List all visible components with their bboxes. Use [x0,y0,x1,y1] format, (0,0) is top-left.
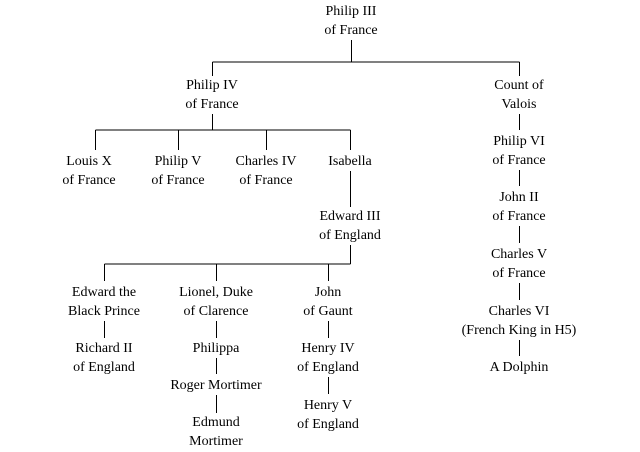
person-richard-ii: Richard II of England [73,339,135,377]
person-philip-iii: Philip III of France [324,2,378,40]
person-name: Charles V [490,247,548,262]
person-philip-iv: Philip IV of France [185,76,239,114]
person-charles-v: Charles V of France [490,245,548,283]
person-title: Valois [501,97,537,112]
person-philippa: Philippa [192,339,240,358]
person-name: Edward III [319,209,381,224]
person-title: (French King in H5) [461,323,577,338]
person-name: John II [499,190,539,205]
person-name: Edmund [192,415,240,430]
person-name: Philip III [325,4,377,19]
person-john-of-gaunt: John of Gaunt [303,283,353,321]
person-title: of England [297,360,359,375]
person-philip-vi: Philip VI of France [492,132,546,170]
person-title: of France [492,266,546,281]
person-count-of-valois: Count of Valois [494,76,544,114]
person-isabella: Isabella [328,152,372,171]
person-name: Philip V [154,154,202,169]
person-name: A Dolphin [489,360,549,375]
person-name: Louis X [66,154,112,169]
person-name: Richard II [75,341,133,356]
person-louis-x: Louis X of France [62,152,116,190]
person-philip-v: Philip V of France [151,152,205,190]
person-title: of France [324,23,378,38]
person-name: Lionel, Duke [179,285,253,300]
person-title: of Clarence [183,304,249,319]
person-title: of France [239,173,293,188]
person-edward-iii: Edward III of England [319,207,381,245]
person-name: Henry V [303,398,353,413]
person-title: of France [151,173,205,188]
person-name: Roger Mortimer [170,378,262,393]
person-name: Count of [494,78,544,93]
person-name: Charles VI [488,304,550,319]
person-title: Mortimer [189,434,243,449]
person-henry-v: Henry V of England [297,396,359,434]
person-name: Philip VI [493,134,545,149]
person-henry-iv: Henry IV of England [297,339,359,377]
person-name: Charles IV [235,154,297,169]
person-title: of France [492,153,546,168]
person-title: of England [297,417,359,432]
person-edmund-mortimer: Edmund Mortimer [189,413,243,451]
person-name: Henry IV [301,341,355,356]
person-name: Isabella [328,154,372,169]
person-name: Philippa [192,341,240,356]
person-name: Edward the [71,285,137,300]
person-title: of France [185,97,239,112]
person-title: of England [319,228,381,243]
person-charles-iv: Charles IV of France [235,152,297,190]
person-name: Philip IV [186,78,238,93]
person-lionel-duke-of-clarence: Lionel, Duke of Clarence [179,283,253,321]
person-title: of France [62,173,116,188]
person-title: of France [492,209,546,224]
person-a-dolphin: A Dolphin [489,358,549,377]
person-title: of Gaunt [303,304,353,319]
person-name: John [314,285,342,300]
person-john-ii: John II of France [492,188,546,226]
person-title: Black Prince [68,304,140,319]
person-edward-black-prince: Edward the Black Prince [68,283,140,321]
person-roger-mortimer: Roger Mortimer [170,376,262,395]
person-title: of England [73,360,135,375]
person-charles-vi: Charles VI (French King in H5) [461,302,577,340]
